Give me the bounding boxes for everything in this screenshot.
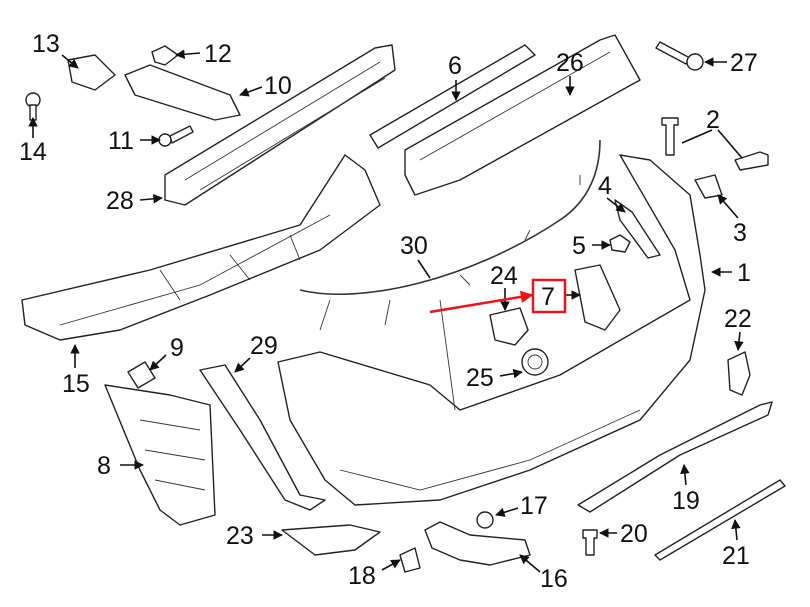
screw-20 bbox=[582, 529, 598, 556]
bolt-27 bbox=[655, 41, 704, 71]
clip-12 bbox=[151, 45, 179, 66]
callout-29[interactable]: 29 bbox=[250, 332, 278, 360]
reflector-23 bbox=[281, 524, 381, 556]
side-bracket-8 bbox=[104, 384, 216, 526]
callout-9[interactable]: 9 bbox=[170, 334, 184, 362]
callout-6[interactable]: 6 bbox=[448, 52, 462, 80]
highlight-box bbox=[531, 278, 567, 314]
upper-reinforcement-28 bbox=[164, 44, 396, 206]
nut-5 bbox=[609, 234, 631, 253]
callout-17[interactable]: 17 bbox=[520, 492, 548, 520]
callout-25[interactable]: 25 bbox=[466, 364, 494, 392]
callout-22[interactable]: 22 bbox=[724, 305, 752, 333]
callout-18[interactable]: 18 bbox=[348, 562, 376, 590]
bracket-7 bbox=[574, 264, 621, 331]
callout-10[interactable]: 10 bbox=[264, 72, 292, 100]
callout-21[interactable]: 21 bbox=[722, 542, 750, 570]
callout-3[interactable]: 3 bbox=[733, 219, 747, 247]
callout-23[interactable]: 23 bbox=[226, 522, 254, 550]
bracket-10 bbox=[124, 64, 241, 121]
clip-13 bbox=[67, 54, 116, 91]
retainer-3 bbox=[694, 174, 723, 199]
leader-lines bbox=[28, 49, 744, 573]
callout-11[interactable]: 11 bbox=[108, 127, 134, 155]
energy-absorber-15 bbox=[21, 154, 381, 341]
callout-4[interactable]: 4 bbox=[598, 172, 612, 200]
cap-22 bbox=[727, 351, 751, 396]
callout-30[interactable]: 30 bbox=[400, 232, 428, 260]
clip-9 bbox=[127, 361, 156, 389]
molding-21 bbox=[654, 479, 786, 561]
callout-1[interactable]: 1 bbox=[737, 259, 751, 287]
callout-5[interactable]: 5 bbox=[572, 232, 586, 260]
bracket-4 bbox=[614, 199, 661, 259]
screw-2 bbox=[661, 117, 769, 171]
callout-24[interactable]: 24 bbox=[490, 262, 518, 290]
sensor-24 bbox=[489, 307, 529, 346]
wheel-arch-29 bbox=[199, 364, 326, 511]
callout-26[interactable]: 26 bbox=[556, 49, 584, 77]
callout-12[interactable]: 12 bbox=[204, 40, 232, 68]
grommet-25 bbox=[521, 348, 549, 376]
callout-14[interactable]: 14 bbox=[19, 138, 47, 166]
callout-20[interactable]: 20 bbox=[620, 520, 648, 548]
callout-labels: 13 12 27 10 6 26 14 11 2 28 4 3 5 30 1 2… bbox=[19, 30, 758, 593]
skid-plate-19 bbox=[577, 401, 773, 513]
callout-15[interactable]: 15 bbox=[62, 370, 90, 398]
screw-11 bbox=[158, 125, 194, 147]
callout-8[interactable]: 8 bbox=[97, 452, 111, 480]
callout-2[interactable]: 2 bbox=[706, 106, 720, 134]
reinforcement-bar-26 bbox=[404, 34, 641, 196]
bracket-16 bbox=[424, 521, 531, 566]
bumper-cover-1 bbox=[277, 154, 706, 506]
screw-14 bbox=[25, 92, 41, 121]
wiring-harness-30 bbox=[299, 139, 601, 331]
callout-27[interactable]: 27 bbox=[730, 49, 758, 77]
callout-7[interactable]: 7 bbox=[541, 283, 555, 311]
clip-18 bbox=[399, 547, 421, 573]
callout-19[interactable]: 19 bbox=[672, 487, 700, 515]
callout-28[interactable]: 28 bbox=[106, 187, 134, 215]
screw-17 bbox=[476, 511, 494, 529]
callout-16[interactable]: 16 bbox=[540, 565, 568, 593]
callout-13[interactable]: 13 bbox=[32, 30, 60, 58]
